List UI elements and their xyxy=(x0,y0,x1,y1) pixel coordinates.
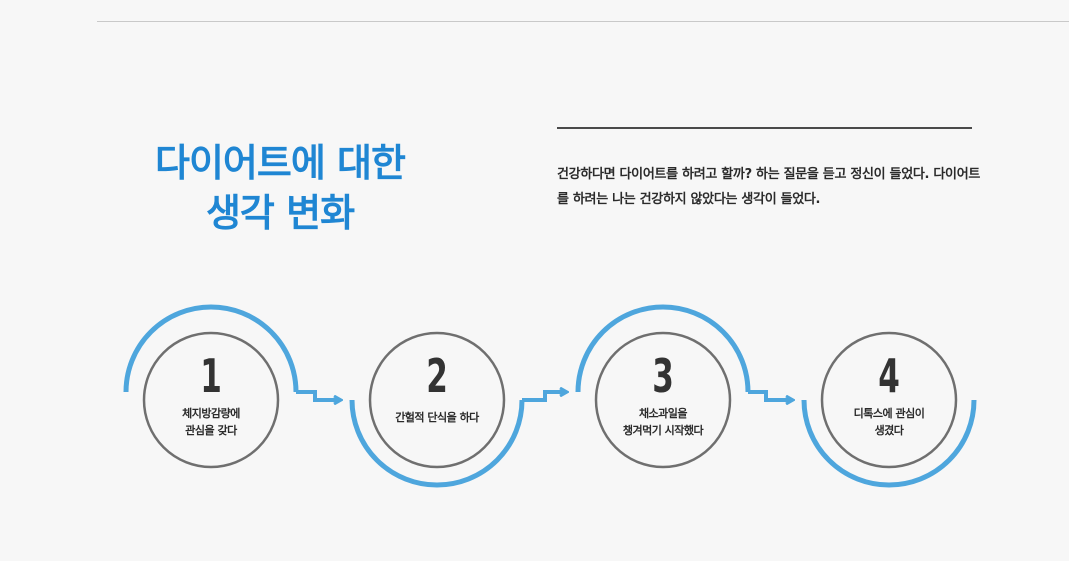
step-4-circle xyxy=(820,331,958,469)
step-1-label-line-2: 관심을 갖다 xyxy=(185,424,237,437)
description-divider xyxy=(557,127,972,129)
step-4-label: 디톡스에 관심이 생겼다 xyxy=(828,405,950,439)
title-line-1: 다이어트에 대한 xyxy=(155,141,406,185)
step-2-arc xyxy=(349,399,525,488)
step-3-label-line-1: 채소과일을 xyxy=(638,407,688,420)
arrow-3-4 xyxy=(748,390,792,400)
step-1-label: 체지방감량에 관심을 갖다 xyxy=(150,405,272,439)
step-3-number: 3 xyxy=(652,349,674,403)
top-divider xyxy=(97,21,1069,22)
step-1: 1 체지방감량에 관심을 갖다 xyxy=(144,333,278,467)
step-3-label: 채소과일을 챙겨먹기 시작했다 xyxy=(602,405,724,439)
step-4-label-line-2: 생겼다 xyxy=(874,424,904,437)
step-1-circle xyxy=(142,331,280,469)
step-4: 4 디톡스에 관심이 생겼다 xyxy=(822,333,956,467)
step-3-arc xyxy=(575,304,751,393)
arrow-2-3 xyxy=(522,392,566,402)
description-text: 건강하다면 다이어트를 하려고 할까? 하는 질문을 듣고 정신이 들었다. 다… xyxy=(557,167,981,207)
step-2-circle xyxy=(368,331,506,469)
step-3: 3 채소과일을 챙겨먹기 시작했다 xyxy=(596,333,730,467)
step-2-number: 2 xyxy=(426,349,448,403)
step-4-label-line-1: 디톡스에 관심이 xyxy=(853,407,925,420)
step-2: 2 간헐적 단식을 하다 xyxy=(370,333,504,467)
step-2-label: 간헐적 단식을 하다 xyxy=(376,409,498,426)
page-title: 다이어트에 대한 생각 변화 xyxy=(120,138,440,238)
step-4-number: 4 xyxy=(878,349,900,403)
step-1-number: 1 xyxy=(200,349,222,403)
step-3-label-line-2: 챙겨먹기 시작했다 xyxy=(622,424,704,437)
title-line-2: 생각 변화 xyxy=(205,191,355,235)
step-4-arc xyxy=(801,399,977,488)
step-1-label-line-1: 체지방감량에 xyxy=(182,407,240,420)
arrow-1-2 xyxy=(296,390,340,400)
step-2-label-line-1: 간헐적 단식을 하다 xyxy=(395,411,479,424)
step-3-circle xyxy=(594,331,732,469)
step-1-arc xyxy=(123,304,299,393)
